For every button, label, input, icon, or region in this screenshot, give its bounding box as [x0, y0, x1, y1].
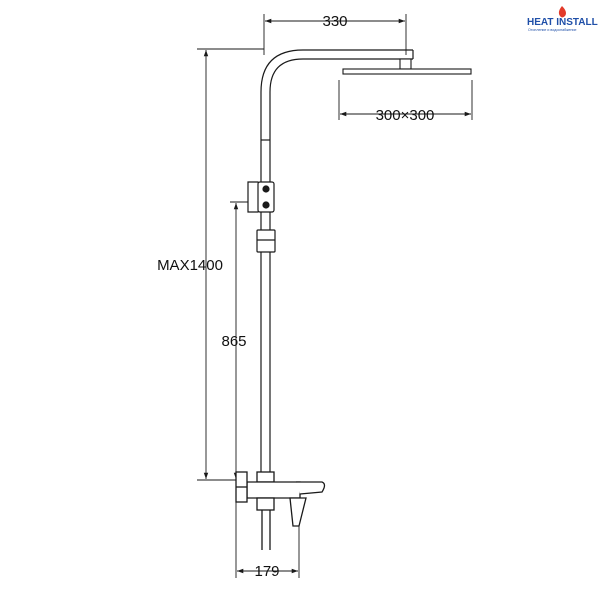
- head-size-dimension: [338, 80, 473, 120]
- overhead-shower-head: [342, 58, 472, 75]
- max-height-dimension: [197, 48, 264, 481]
- max-height-label: MAX1400: [157, 257, 223, 274]
- heat-install-logo: HEAT INSTALL Отопление и водоснабжение: [527, 6, 598, 32]
- arm-reach-dimension: [263, 14, 407, 55]
- hand-shower-holder: [247, 181, 275, 213]
- height-clamp: [256, 229, 276, 253]
- bath-mixer: [235, 471, 326, 550]
- head-size-label: 300×300: [376, 107, 435, 124]
- logo-name: HEAT INSTALL: [527, 17, 598, 28]
- spout-projection-label: 179: [254, 563, 279, 580]
- logo-tagline: Отопление и водоснабжение: [528, 28, 577, 32]
- arm-reach-label: 330: [322, 13, 347, 30]
- flame-icon: [558, 6, 566, 18]
- mixer-to-holder-label: 865: [221, 333, 246, 350]
